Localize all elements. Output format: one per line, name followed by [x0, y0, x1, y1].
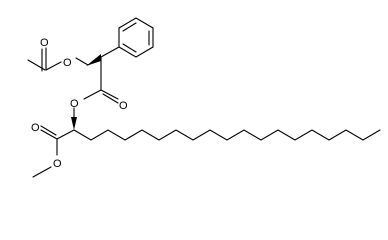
bond-acetyl-oxygen	[45, 61, 62, 71]
bond-ester-co-b	[40, 125, 57, 136]
phenyl-double-1	[122, 22, 137, 32]
atom-ester-link-o: O	[70, 98, 79, 110]
bond-methoxy-methyl	[32, 166, 52, 178]
atom-acetyl-carbonyl-o: O	[40, 37, 49, 49]
bond-c-phenyl	[100, 46, 120, 58]
wedge-bond-acetoxy	[86, 54, 101, 66]
molecule-structure: O O O O O O	[27, 17, 381, 178]
atom-methoxy-o: O	[53, 158, 62, 170]
atom-mandelate-carbonyl-o: O	[119, 100, 128, 112]
atom-acetoxy-o: O	[63, 57, 72, 69]
bond-carbonyl-ester-o	[83, 89, 102, 100]
phenyl-ring	[118, 17, 154, 58]
bond-mandelate-co-b	[102, 93, 119, 104]
phenyl-double-3	[122, 43, 137, 53]
wedge-bond-c2	[71, 117, 77, 130]
bond-ester-co-a	[40, 129, 58, 140]
structure-canvas: O O O O O O	[27, 17, 381, 178]
bond-acetoxy-o-c	[75, 57, 89, 66]
atom-methyl-ester-carbonyl-o: O	[31, 122, 40, 134]
alkyl-chain	[73, 129, 381, 141]
bond-mandelate-co-a	[100, 89, 119, 100]
bond-c2-ester-carbonyl	[56, 129, 75, 140]
